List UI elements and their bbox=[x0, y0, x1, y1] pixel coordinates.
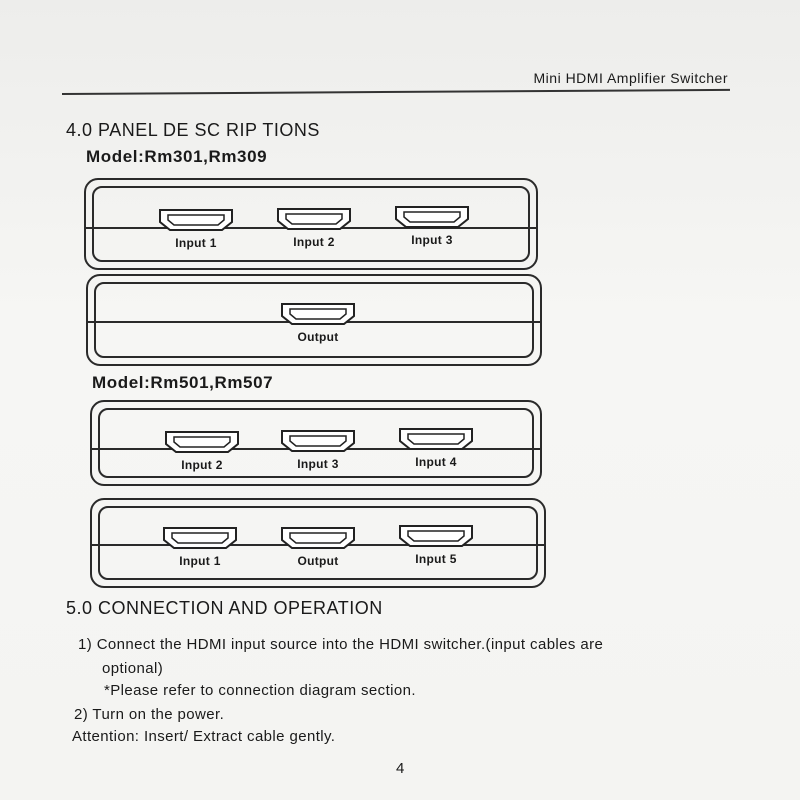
port: Output bbox=[276, 302, 360, 344]
port: Input 5 bbox=[394, 524, 478, 566]
port: Input 1 bbox=[154, 208, 238, 250]
hdmi-port-icon bbox=[281, 303, 355, 325]
hdmi-port-icon bbox=[277, 208, 351, 230]
instruction-line: 1) Connect the HDMI input source into th… bbox=[78, 636, 604, 653]
instruction-line: optional) bbox=[102, 660, 164, 677]
port-label: Input 3 bbox=[411, 233, 453, 247]
port-label: Input 1 bbox=[179, 554, 221, 568]
port-label: Output bbox=[297, 554, 339, 568]
page-number: 4 bbox=[396, 760, 405, 777]
model-b-back-panel: Input 1 Output Input 5 bbox=[90, 498, 546, 588]
hdmi-port-icon bbox=[281, 527, 355, 549]
port-label: Input 3 bbox=[297, 457, 339, 471]
hdmi-port-icon bbox=[399, 525, 473, 547]
header-title: Mini HDMI Amplifier Switcher bbox=[533, 70, 728, 86]
port-label: Input 5 bbox=[415, 552, 457, 566]
instruction-line: 2) Turn on the power. bbox=[74, 706, 225, 723]
port-label: Output bbox=[297, 330, 339, 344]
model-a-title: Model:Rm301,Rm309 bbox=[86, 147, 268, 166]
model-a-front-panel: Input 1 Input 2 Input 3 bbox=[84, 178, 538, 270]
section-4-title: 4.0 PANEL DE SC RIP TIONS bbox=[66, 120, 320, 140]
port-label: Input 1 bbox=[175, 236, 217, 250]
port: Output bbox=[276, 526, 360, 568]
hdmi-port-icon bbox=[399, 428, 473, 450]
attention-line: Attention: Insert/ Extract cable gently. bbox=[72, 728, 336, 745]
hdmi-port-icon bbox=[395, 206, 469, 228]
section-5-title: 5.0 CONNECTION AND OPERATION bbox=[66, 598, 383, 618]
instruction-line: *Please refer to connection diagram sect… bbox=[104, 682, 416, 699]
port: Input 2 bbox=[272, 207, 356, 249]
port: Input 3 bbox=[276, 429, 360, 471]
header-rule bbox=[61, 88, 730, 95]
hdmi-port-icon bbox=[281, 430, 355, 452]
hdmi-port-icon bbox=[159, 209, 233, 231]
port-label: Input 4 bbox=[415, 455, 457, 469]
port: Input 2 bbox=[160, 430, 244, 472]
port: Input 4 bbox=[394, 427, 478, 469]
port-label: Input 2 bbox=[293, 235, 335, 249]
hdmi-port-icon bbox=[165, 431, 239, 453]
port-label: Input 2 bbox=[181, 458, 223, 472]
model-b-title: Model:Rm501,Rm507 bbox=[92, 373, 274, 392]
port: Input 1 bbox=[158, 526, 242, 568]
model-b-front-panel: Input 2 Input 3 Input 4 bbox=[90, 400, 542, 486]
port: Input 3 bbox=[390, 205, 474, 247]
model-a-back-panel: Output bbox=[86, 274, 542, 366]
hdmi-port-icon bbox=[163, 527, 237, 549]
